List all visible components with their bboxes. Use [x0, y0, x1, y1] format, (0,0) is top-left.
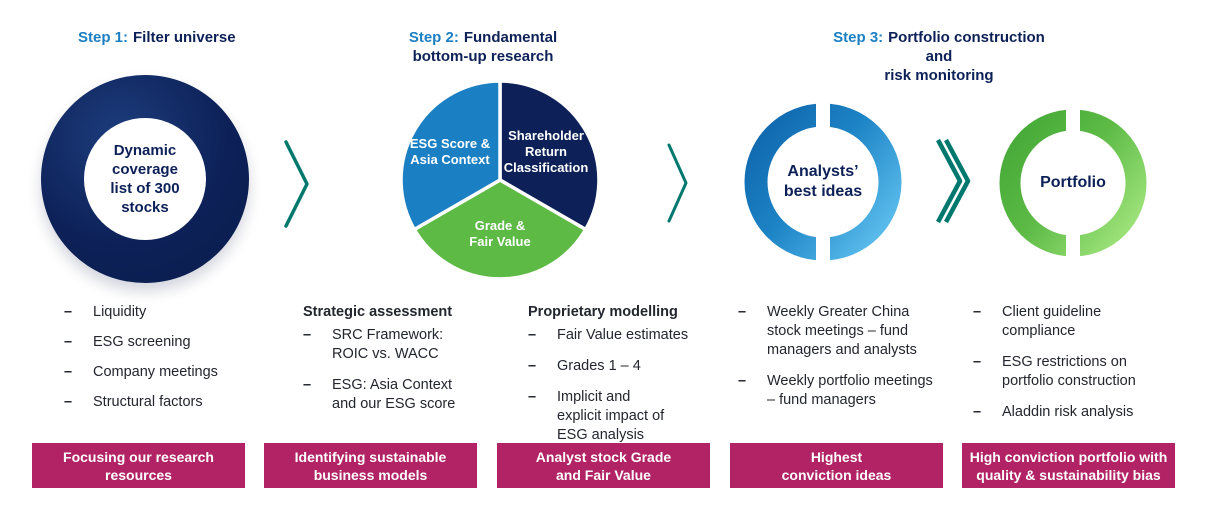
step2-heading: Step 2:Fundamental bottom-up research [383, 28, 583, 66]
portfolio-label: Portfolio [1040, 174, 1106, 191]
chevron-right-icon [667, 143, 688, 223]
step1-title: Filter universe [133, 29, 236, 46]
pie-slice-grade-fair-value [412, 178, 588, 281]
step1-bullet-list: Liquidity ESG screening Company meetings… [64, 303, 254, 423]
step2-title: Fundamental [463, 29, 558, 46]
banner-focusing-research: Focusing our research resources [32, 443, 245, 488]
pie-label-esg-score: ESG Score & Asia Context [409, 136, 491, 167]
research-pie-svg [399, 79, 601, 281]
list-item: Aladdin risk analysis [973, 403, 1178, 422]
list-item: ESG screening [64, 333, 254, 352]
coverage-universe-label: Dynamic coverage list of 300 stocks [110, 142, 180, 216]
step3-risk-list: Client guideline compliance ESG restrict… [973, 303, 1178, 434]
proprietary-modelling-list: Proprietary modelling Fair Value estimat… [528, 303, 713, 457]
chevron-right-icon [284, 140, 309, 228]
list-item: Client guideline compliance [973, 303, 1178, 341]
blue-ring-svg [744, 103, 902, 261]
step2-title-line2: bottom-up research [412, 48, 554, 65]
proprietary-modelling-header: Proprietary modelling [528, 304, 678, 320]
pie-label-grade-fair-value: Grade & Fair Value [469, 218, 531, 249]
analysts-best-ideas-label: Analysts’ best ideas [783, 163, 863, 200]
list-item: Weekly Greater China stock meetings – fu… [738, 303, 953, 360]
step3-title: Portfolio construction and [888, 29, 1045, 65]
list-item: Liquidity [64, 303, 254, 322]
banner-highest-conviction: Highest conviction ideas [730, 443, 943, 488]
step1-heading: Step 1:Filter universe [78, 28, 236, 47]
list-item: Implicit and explicit impact of ESG anal… [528, 388, 713, 445]
step3-heading: Step 3:Portfolio construction and risk m… [819, 28, 1059, 85]
step3-title-line2: risk monitoring [884, 67, 994, 84]
coverage-universe-donut-hole: Dynamic coverage list of 300 stocks [84, 118, 206, 240]
strategic-assessment-list: Strategic assessment SRC Framework: ROIC… [303, 303, 478, 426]
list-item: Fair Value estimates [528, 326, 713, 345]
list-item: Weekly portfolio meetings – fund manager… [738, 372, 953, 410]
green-ring-svg [999, 109, 1147, 257]
banner-high-conviction-portfolio: High conviction portfolio with quality &… [962, 443, 1175, 488]
portfolio-ring: Portfolio [999, 109, 1147, 257]
list-item: Grades 1 – 4 [528, 357, 713, 376]
step3-meetings-list: Weekly Greater China stock meetings – fu… [738, 303, 953, 422]
coverage-universe-donut: Dynamic coverage list of 300 stocks [41, 75, 249, 283]
list-item: ESG: Asia Context and our ESG score [303, 376, 478, 414]
strategic-assessment-header: Strategic assessment [303, 304, 453, 320]
step2-label: Step 2: [408, 29, 459, 46]
list-item: SRC Framework: ROIC vs. WACC [303, 326, 478, 364]
pie-slice-esg-score [399, 79, 502, 232]
step3-label: Step 3: [833, 29, 884, 46]
banner-grade-fair-value: Analyst stock Grade and Fair Value [497, 443, 710, 488]
pie-label-shareholder-return: Shareholder Return Classification [503, 128, 589, 175]
analysts-best-ideas-ring: Analysts’ best ideas [744, 103, 902, 261]
step1-label: Step 1: [78, 29, 129, 46]
list-item: Structural factors [64, 393, 254, 412]
banner-sustainable-models: Identifying sustainable business models [264, 443, 477, 488]
chevron-double-right-icon [936, 138, 971, 224]
research-pie-chart: ESG Score & Asia Context Shareholder Ret… [396, 76, 604, 284]
list-item: ESG restrictions on portfolio constructi… [973, 353, 1178, 391]
list-item: Company meetings [64, 363, 254, 382]
